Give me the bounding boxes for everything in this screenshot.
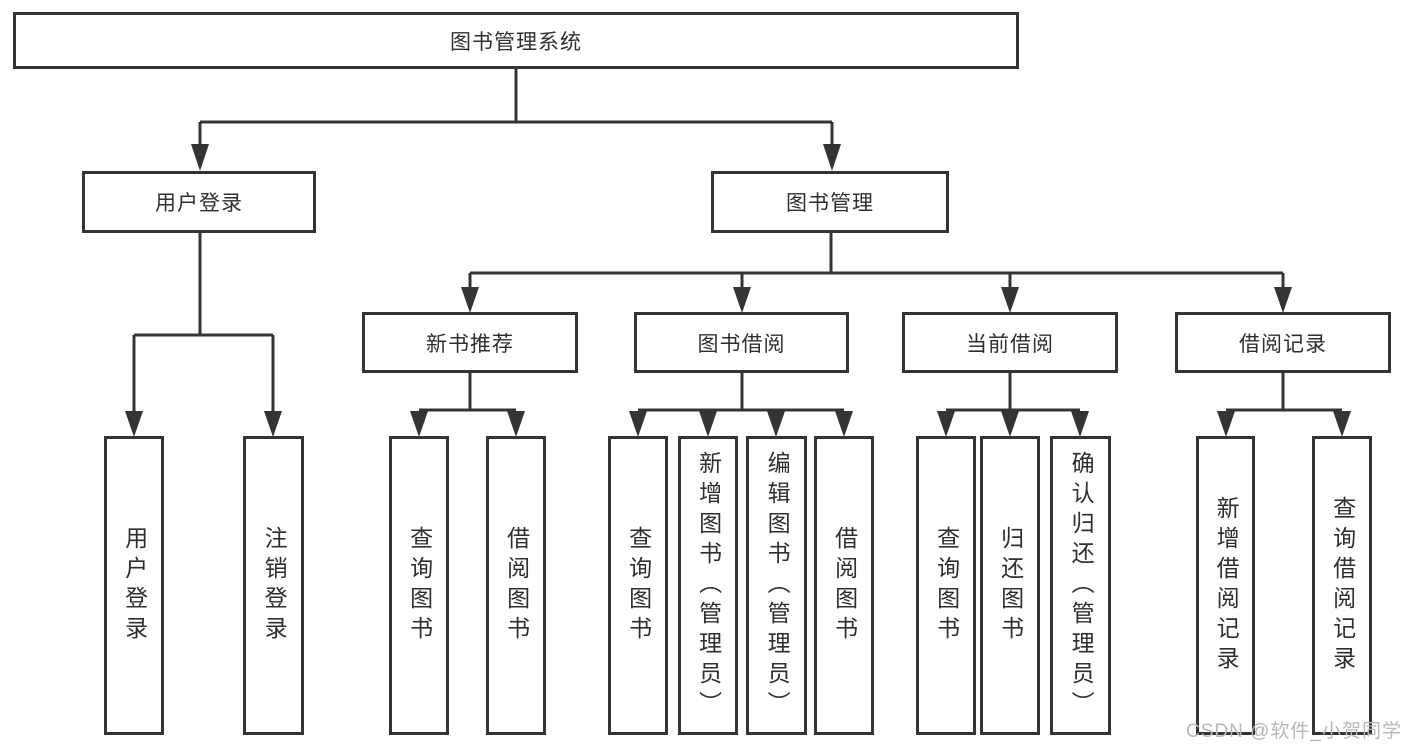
leaf-edit-book-admin: 编辑图书（管理员） <box>746 436 807 735</box>
leaf-return-book-label: 归还图书 <box>997 525 1024 646</box>
leaf-add-borrow-record-label: 新增借阅记录 <box>1213 495 1240 676</box>
arrow-down-icon <box>1274 287 1292 313</box>
arrow-down-icon <box>1001 287 1019 313</box>
arrow-down-icon <box>1001 411 1019 437</box>
leaf-query-books-rec-label: 查询图书 <box>406 525 433 646</box>
node-book-borrow: 图书借阅 <box>634 312 849 373</box>
arrow-down-icon <box>461 287 479 313</box>
arrow-down-icon <box>733 287 751 313</box>
leaf-add-book-admin: 新增图书（管理员） <box>678 436 738 735</box>
node-current-borrow-label: 当前借阅 <box>966 332 1054 356</box>
arrow-down-icon <box>410 411 428 437</box>
arrow-down-icon <box>1333 411 1351 437</box>
leaf-logout-label: 注销登录 <box>261 525 288 646</box>
leaf-return-book: 归还图书 <box>980 436 1040 735</box>
arrow-down-icon <box>507 411 525 437</box>
node-book-borrow-label: 图书借阅 <box>697 332 786 356</box>
node-book-mgmt: 图书管理 <box>711 171 949 233</box>
leaf-add-book-admin-label: 新增图书（管理员） <box>695 450 722 721</box>
arrow-down-icon <box>1217 411 1235 437</box>
connector-user-login-to-leaves <box>125 233 282 437</box>
leaf-borrow-books-label: 借阅图书 <box>831 525 858 646</box>
leaf-query-books-rec: 查询图书 <box>389 436 449 735</box>
leaf-confirm-return-admin: 确认归还（管理员） <box>1050 436 1111 735</box>
arrow-down-icon <box>125 411 143 437</box>
leaf-edit-book-admin-label: 编辑图书（管理员） <box>764 450 791 721</box>
leaf-borrow-books-rec-label: 借阅图书 <box>503 525 530 646</box>
node-root: 图书管理系统 <box>13 12 1019 69</box>
connector-new-book-rec-to-leaves <box>410 373 525 437</box>
arrow-down-icon <box>191 144 209 171</box>
connector-current-borrow-to-leaves <box>937 373 1089 437</box>
node-borrow-records: 借阅记录 <box>1175 312 1391 373</box>
node-book-mgmt-label: 图书管理 <box>786 192 874 215</box>
leaf-query-books-borrow-label: 查询图书 <box>625 525 652 646</box>
node-new-book-rec: 新书推荐 <box>362 312 578 373</box>
leaf-confirm-return-admin-label: 确认归还（管理员） <box>1068 450 1095 721</box>
connector-book-mgmt-to-level3 <box>461 233 1292 313</box>
connector-root-to-level2 <box>191 68 841 171</box>
leaf-query-borrow-record-label: 查询借阅记录 <box>1329 495 1356 676</box>
arrow-down-icon <box>835 411 853 437</box>
leaf-borrow-books: 借阅图书 <box>814 436 874 735</box>
leaf-user-login-label: 用户登录 <box>121 525 148 646</box>
node-borrow-records-label: 借阅记录 <box>1239 332 1327 356</box>
leaf-add-borrow-record: 新增借阅记录 <box>1196 436 1255 735</box>
arrow-down-icon <box>629 411 647 437</box>
leaf-query-books-borrow: 查询图书 <box>608 436 668 735</box>
connector-borrow-records-to-leaves <box>1217 373 1351 437</box>
arrow-down-icon <box>823 144 841 171</box>
leaf-query-borrow-record: 查询借阅记录 <box>1312 436 1372 735</box>
leaf-logout: 注销登录 <box>243 436 304 735</box>
connector-book-borrow-to-leaves <box>629 373 853 437</box>
leaf-query-books-current: 查询图书 <box>916 436 976 735</box>
node-current-borrow: 当前借阅 <box>902 312 1118 373</box>
node-user-login-label: 用户登录 <box>155 192 243 215</box>
node-root-label: 图书管理系统 <box>450 30 582 54</box>
arrow-down-icon <box>937 411 955 437</box>
node-new-book-rec-label: 新书推荐 <box>426 332 514 356</box>
leaf-user-login: 用户登录 <box>104 436 164 735</box>
arrow-down-icon <box>767 411 785 437</box>
leaf-query-books-current-label: 查询图书 <box>933 525 960 646</box>
arrow-down-icon <box>1071 411 1089 437</box>
node-user-login: 用户登录 <box>82 171 316 233</box>
leaf-borrow-books-rec: 借阅图书 <box>486 436 546 735</box>
arrow-down-icon <box>699 411 717 437</box>
arrow-down-icon <box>264 411 282 437</box>
